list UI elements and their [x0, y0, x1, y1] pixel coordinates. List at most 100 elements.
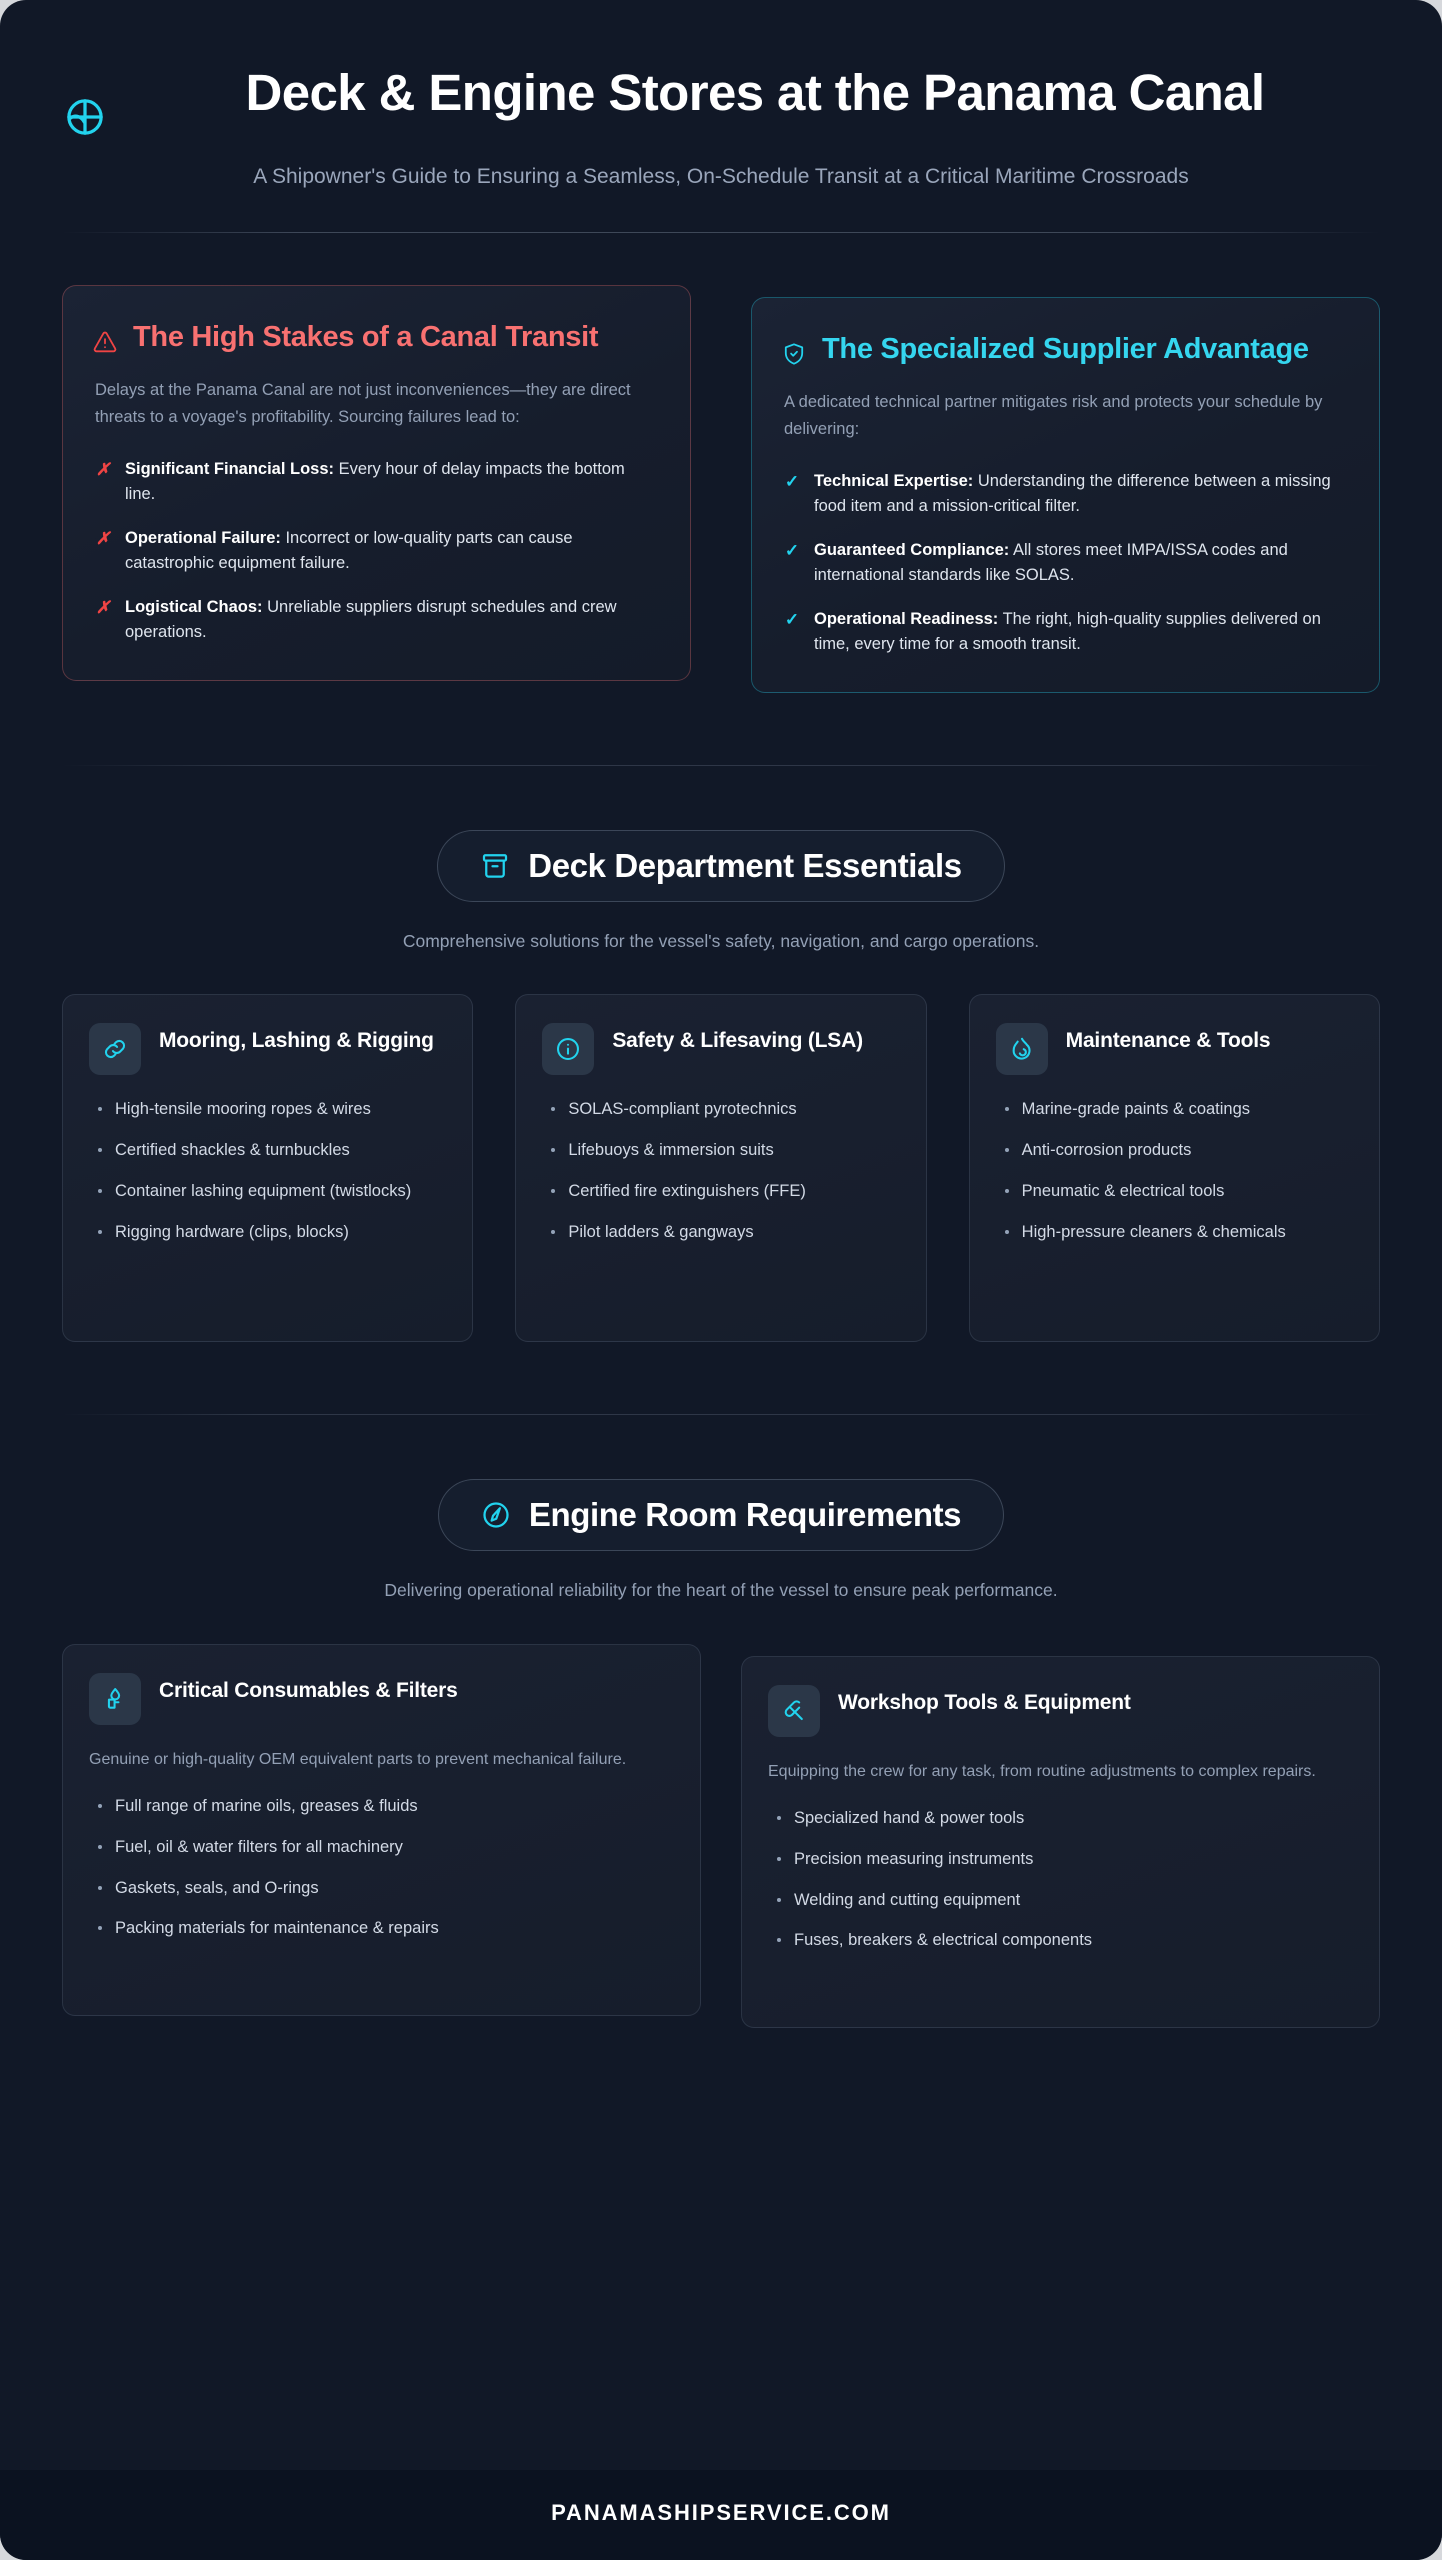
deck-section-subtitle: Comprehensive solutions for the vessel's…	[402, 931, 1040, 952]
check-mark-icon: ✓	[784, 609, 800, 629]
list-item: Rigging hardware (clips, blocks)	[89, 1220, 446, 1245]
deck-section-pill: Deck Department Essentials	[437, 830, 1005, 903]
risk-panel: The High Stakes of a Canal Transit Delay…	[62, 285, 691, 682]
page-title: Deck & Engine Stores at the Panama Canal	[245, 64, 1265, 121]
list-item: SOLAS-compliant pyrotechnics	[542, 1097, 899, 1122]
card-title: Workshop Tools & Equipment	[838, 1690, 1131, 1714]
list-item-label: Operational Failure:	[125, 528, 281, 547]
list-item: ✓ Operational Readiness: The right, high…	[782, 607, 1345, 658]
list-item-body: Logistical Chaos: Unreliable suppliers d…	[125, 595, 656, 646]
card-bullets: Specialized hand & power tools Precision…	[768, 1806, 1353, 1953]
engine-section-title: Engine Room Requirements	[528, 1496, 962, 1534]
list-item: Certified shackles & turnbuckles	[89, 1138, 446, 1163]
section-divider-engine	[62, 1414, 1380, 1416]
list-item-text: All stores meet IMPA/ISSA codes and inte…	[814, 540, 1288, 585]
engine-card: Critical Consumables & Filters Genuine o…	[62, 1643, 701, 2016]
footer: PANAMASHIPSERVICE.COM	[0, 2470, 1442, 2560]
list-item-body: Guaranteed Compliance: All stores meet I…	[814, 538, 1345, 589]
wrench-tool-icon	[768, 1684, 820, 1737]
list-item: High-pressure cleaners & chemicals	[996, 1220, 1353, 1245]
list-item-label: Significant Financial Loss:	[125, 459, 335, 478]
card-bullets: SOLAS-compliant pyrotechnics Lifebuoys &…	[542, 1097, 899, 1244]
list-item-text: Every hour of delay impacts the bottom l…	[125, 459, 625, 504]
section-divider-deck	[62, 765, 1380, 767]
list-item-label: Logistical Chaos:	[125, 597, 263, 616]
cross-mark-icon: ✗	[95, 597, 111, 617]
list-item-label: Operational Readiness:	[814, 609, 999, 628]
risk-panel-head: The High Stakes of a Canal Transit	[93, 320, 656, 355]
list-item: Precision measuring instruments	[768, 1847, 1353, 1872]
flame-droplet-icon	[995, 1023, 1048, 1076]
page-content: Deck & Engine Stores at the Panama Canal…	[62, 40, 1380, 2098]
shield-check-icon	[782, 342, 806, 366]
cross-mark-icon: ✗	[95, 528, 111, 548]
list-item: ✗ Operational Failure: Incorrect or low-…	[93, 526, 656, 577]
card-bullets: High-tensile mooring ropes & wires Certi…	[89, 1097, 446, 1244]
card-title: Critical Consumables & Filters	[159, 1678, 458, 1702]
benefit-panel: The Specialized Supplier Advantage A ded…	[751, 297, 1380, 694]
list-item: Lifebuoys & immersion suits	[542, 1138, 899, 1163]
list-item: Packing materials for maintenance & repa…	[89, 1916, 674, 1941]
title-block: Deck & Engine Stores at the Panama Canal	[130, 64, 1380, 122]
card-lede: Genuine or high-quality OEM equivalent p…	[89, 1750, 627, 1768]
check-mark-icon: ✓	[784, 471, 800, 491]
list-item: ✗ Logistical Chaos: Unreliable suppliers…	[93, 595, 656, 646]
risk-list: ✗ Significant Financial Loss: Every hour…	[93, 457, 656, 646]
list-item: Marine-grade paints & coatings	[996, 1097, 1353, 1122]
check-mark-icon: ✓	[784, 540, 800, 560]
card-head: Critical Consumables & Filters	[89, 1672, 674, 1725]
list-item-text: The right, high-quality supplies deliver…	[814, 609, 1321, 654]
deck-section-head: Deck Department Essentials Comprehensive…	[62, 830, 1380, 954]
list-item: Pilot ladders & gangways	[542, 1220, 899, 1245]
list-item-text: Incorrect or low-quality parts can cause…	[125, 528, 573, 573]
card-title: Safety & Lifesaving (LSA)	[612, 1029, 863, 1053]
card-lede: Equipping the crew for any task, from ro…	[768, 1762, 1316, 1780]
list-item: Full range of marine oils, greases & flu…	[89, 1794, 674, 1819]
info-circle-icon	[542, 1023, 595, 1076]
benefit-panel-title: The Specialized Supplier Advantage	[822, 333, 1309, 366]
list-item: ✓ Technical Expertise: Understanding the…	[782, 469, 1345, 520]
list-item: Anti-corrosion products	[996, 1138, 1353, 1163]
list-item: Welding and cutting equipment	[768, 1888, 1353, 1913]
deck-card: Maintenance & Tools Marine-grade paints …	[968, 994, 1380, 1343]
cross-mark-icon: ✗	[95, 459, 111, 479]
benefit-panel-lede: A dedicated technical partner mitigates …	[784, 393, 1323, 438]
card-bullets: Full range of marine oils, greases & flu…	[89, 1794, 674, 1941]
oil-can-icon	[89, 1672, 141, 1725]
card-title: Mooring, Lashing & Rigging	[159, 1029, 434, 1053]
list-item: ✗ Significant Financial Loss: Every hour…	[93, 457, 656, 508]
card-head: Safety & Lifesaving (LSA)	[542, 1023, 899, 1076]
list-item: Fuses, breakers & electrical components	[768, 1928, 1353, 1953]
engine-section-pill: Engine Room Requirements	[437, 1479, 1005, 1552]
container-box-icon	[480, 851, 510, 881]
card-head: Maintenance & Tools	[995, 1023, 1353, 1076]
card-head: Workshop Tools & Equipment	[768, 1684, 1353, 1737]
list-item: Specialized hand & power tools	[768, 1806, 1353, 1831]
card-head: Mooring, Lashing & Rigging	[89, 1023, 446, 1076]
compass-logo-icon	[62, 94, 108, 140]
engine-section-subtitle: Delivering operational reliability for t…	[384, 1580, 1058, 1601]
list-item-label: Technical Expertise:	[814, 471, 974, 490]
list-item: Fuel, oil & water filters for all machin…	[89, 1835, 674, 1860]
header: Deck & Engine Stores at the Panama Canal…	[62, 40, 1380, 234]
engine-card: Workshop Tools & Equipment Equipping the…	[741, 1655, 1380, 2028]
title-row: Deck & Engine Stores at the Panama Canal	[62, 64, 1380, 140]
list-item: Pneumatic & electrical tools	[996, 1179, 1353, 1204]
header-divider	[62, 232, 1380, 234]
stakes-grid: The High Stakes of a Canal Transit Delay…	[62, 285, 1380, 694]
deck-cards-grid: Mooring, Lashing & Rigging High-tensile …	[62, 994, 1380, 1343]
footer-website: PANAMASHIPSERVICE.COM	[551, 2500, 891, 2525]
list-item: Gaskets, seals, and O-rings	[89, 1876, 674, 1901]
list-item: Container lashing equipment (twistlocks)	[89, 1179, 446, 1204]
deck-card: Mooring, Lashing & Rigging High-tensile …	[62, 994, 474, 1343]
list-item-text: Unreliable suppliers disrupt schedules a…	[125, 597, 617, 642]
risk-panel-lede: Delays at the Panama Canal are not just …	[95, 381, 631, 426]
benefit-panel-head: The Specialized Supplier Advantage	[782, 332, 1345, 367]
list-item-text: Understanding the difference between a m…	[814, 471, 1331, 516]
card-bullets: Marine-grade paints & coatings Anti-corr…	[996, 1097, 1353, 1244]
list-item: ✓ Guaranteed Compliance: All stores meet…	[782, 538, 1345, 589]
engine-section-head: Engine Room Requirements Delivering oper…	[62, 1479, 1380, 1603]
engine-cards-grid: Critical Consumables & Filters Genuine o…	[62, 1643, 1380, 2098]
risk-panel-title: The High Stakes of a Canal Transit	[133, 321, 599, 354]
